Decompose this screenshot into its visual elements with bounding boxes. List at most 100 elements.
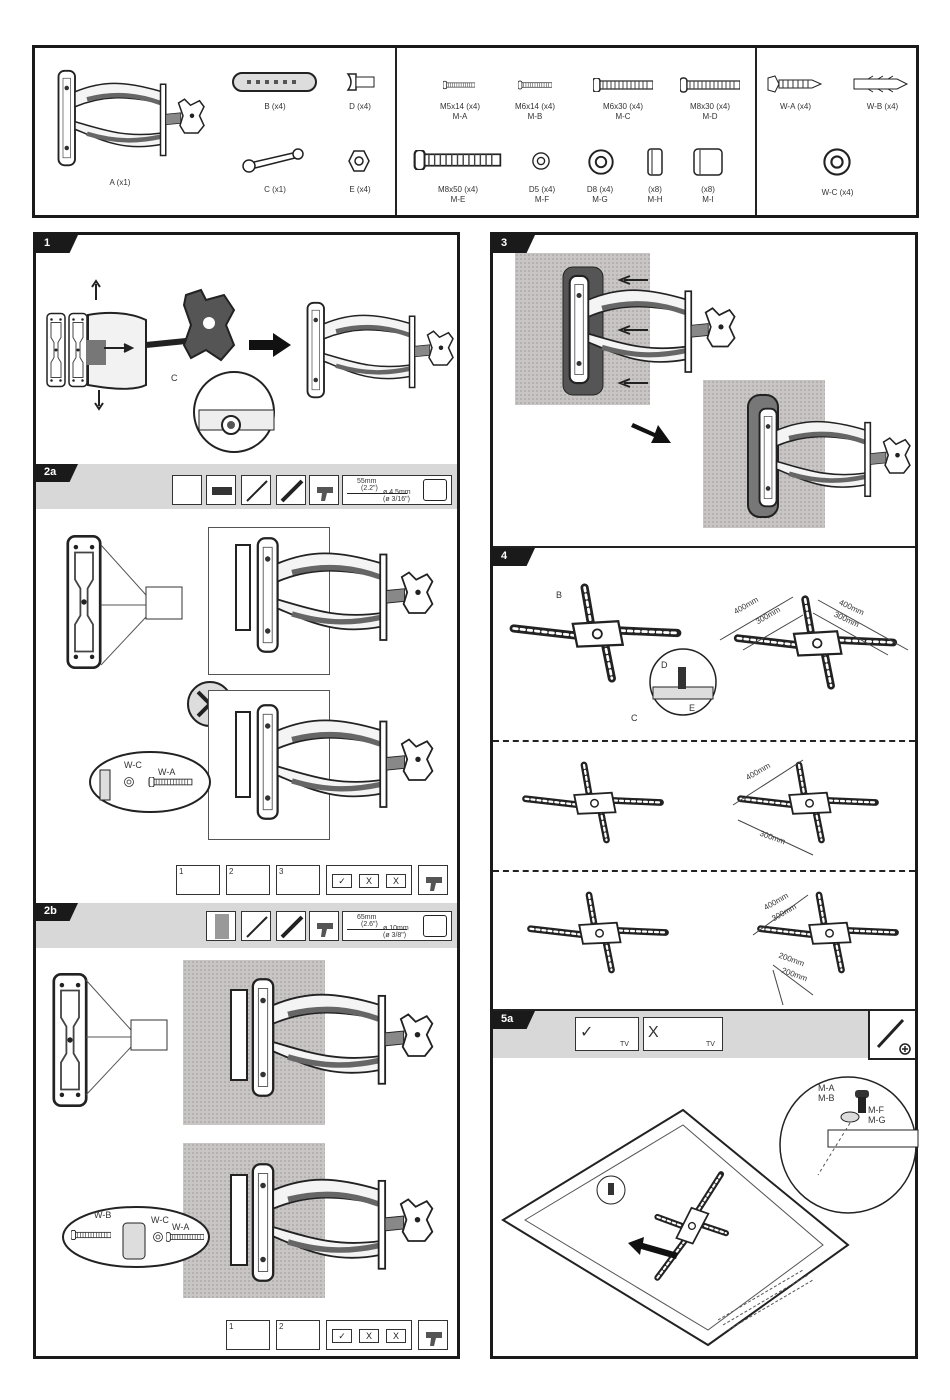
step-3-badge: 3 bbox=[493, 235, 535, 253]
parts-list: A (x1) B (x4) D (x4) C (x1) E (x4) M5x14… bbox=[32, 45, 919, 218]
step-4-bracket-medium-b bbox=[732, 759, 883, 856]
drill-diameter-inches: (ø 3/8") bbox=[383, 932, 407, 939]
drill-depth-inches: (2.2") bbox=[361, 485, 378, 492]
step-5a-badge: 5a bbox=[493, 1011, 535, 1029]
washer-m-f-code: M-F bbox=[534, 195, 550, 204]
step-4-bracket-small-a bbox=[523, 890, 673, 975]
step-4-separator bbox=[493, 870, 915, 872]
tool-level-icon bbox=[276, 475, 306, 505]
tool-wood-stud-icon bbox=[172, 475, 202, 505]
washer-m-f-label: D5 (x4)M-F bbox=[512, 185, 572, 205]
anchor-w-b-icon bbox=[853, 75, 909, 93]
screw-m-b-icon bbox=[518, 80, 552, 90]
step-3-slide-arrows-icon bbox=[617, 275, 648, 388]
step-4-label-b: B bbox=[556, 590, 563, 600]
drill-diameter: ø 10mm bbox=[383, 925, 409, 932]
step-5a-bracket-on-tv bbox=[623, 1160, 758, 1295]
spacer-m-h-count: (x8) bbox=[648, 185, 662, 194]
screw-m-a-code: M-A bbox=[452, 112, 468, 121]
step-3-mount-installed bbox=[747, 394, 913, 518]
step-3-big-arrow-icon bbox=[631, 423, 671, 443]
step-2b-mount-on-wall bbox=[230, 970, 436, 1110]
step-4-badge: 4 bbox=[493, 548, 535, 566]
divider bbox=[493, 1009, 915, 1011]
tool-concrete-icon bbox=[206, 911, 236, 941]
part-e-nut-icon bbox=[348, 150, 370, 172]
step-4-label-d: D bbox=[661, 660, 668, 670]
step-1-head-plate bbox=[145, 288, 236, 362]
substep-number: 2 bbox=[279, 1322, 284, 1331]
part-c-wrench-icon bbox=[242, 148, 304, 173]
washer-m-g-icon bbox=[588, 149, 614, 175]
check-too-tight: X bbox=[386, 1329, 406, 1343]
check-too-loose: X bbox=[359, 874, 379, 888]
step-2a-substep-2: 2 bbox=[226, 865, 270, 895]
drill-spec-diagram: 65mm (2.6") ø 10mm (ø 3/8") bbox=[342, 911, 452, 941]
check-ok: ✓ bbox=[332, 874, 352, 888]
step-2b-mount-anchored bbox=[230, 1155, 436, 1295]
substep-number: 1 bbox=[229, 1322, 234, 1331]
screw-m-a-icon bbox=[443, 80, 475, 90]
step-2a-substep-3: 3 bbox=[276, 865, 320, 895]
step-2b-badge: 2b bbox=[36, 903, 78, 921]
step-4-bracket-large-b bbox=[719, 595, 909, 690]
step-2a-substep-1: 1 bbox=[176, 865, 220, 895]
screw-m-b-size: M6x14 (x4) bbox=[514, 102, 555, 111]
step-5a-correct-example: ✓ TV bbox=[575, 1017, 639, 1051]
check-ok: ✓ bbox=[580, 1024, 594, 1041]
step-4-bracket-medium-a bbox=[518, 760, 668, 845]
wall-screw-w-a-label: W-A (x4) bbox=[780, 102, 811, 111]
step-3-mount-sliding bbox=[562, 266, 738, 396]
screw-m-d-code: M-D bbox=[702, 112, 718, 121]
step-5a-tv-back bbox=[501, 1108, 850, 1347]
part-d-label: D (x4) bbox=[349, 102, 371, 111]
step-2b-marking-lines bbox=[85, 979, 168, 1096]
screw-m-d-size: M8x30 (x4) bbox=[689, 102, 730, 111]
step-2b-label-wa: W-A bbox=[172, 1222, 190, 1232]
divider bbox=[755, 48, 757, 215]
check-wrong: X bbox=[648, 1024, 659, 1041]
screw-m-b-label: M6x14 (x4)M-B bbox=[505, 102, 565, 122]
step-4-bracket-small-b bbox=[752, 890, 903, 1006]
phillips-screwdriver-icon bbox=[876, 1018, 911, 1055]
spacer-m-h-icon bbox=[647, 148, 663, 176]
step-2a-marking-lines bbox=[100, 544, 183, 666]
arrow-down-icon bbox=[94, 390, 104, 411]
screw-m-c-label: M6x30 (x4)M-C bbox=[593, 102, 653, 122]
wall-screw-w-a-icon bbox=[767, 75, 823, 93]
part-b-slider-icon bbox=[232, 72, 317, 92]
part-c-label: C (x1) bbox=[264, 185, 286, 194]
step-5a-label-mg: M-G bbox=[868, 1115, 886, 1125]
check-ok: ✓ bbox=[332, 1329, 352, 1343]
part-e-label: E (x4) bbox=[349, 185, 371, 194]
screw-m-d-label: M8x30 (x4)M-D bbox=[680, 102, 740, 122]
screw-m-b-code: M-B bbox=[527, 112, 543, 121]
screw-m-d-icon bbox=[680, 76, 740, 94]
step-1-badge: 1 bbox=[36, 235, 78, 253]
step-2a-badge: 2a bbox=[36, 464, 78, 482]
step-4-slider-detail bbox=[649, 648, 717, 716]
washer-m-g-code: M-G bbox=[592, 195, 608, 204]
drill-depth: 55mm bbox=[357, 478, 377, 485]
step-1-detail-magnifier bbox=[193, 371, 275, 453]
right-steps-panel: 3 4 B D E C 400mm 300mm 400mm 300mm 400m… bbox=[490, 232, 919, 1359]
step-2b-substep-2: 2 bbox=[276, 1320, 320, 1350]
arrow-right-icon bbox=[104, 343, 135, 353]
step-2a-label-wc: W-C bbox=[124, 760, 142, 770]
drill-icon bbox=[418, 1320, 448, 1350]
tool-pencil-icon bbox=[241, 911, 271, 941]
step-2a-screw-detail bbox=[89, 751, 211, 813]
step-4-label-e: E bbox=[689, 703, 696, 713]
screw-m-e-code: M-E bbox=[450, 195, 466, 204]
step-2b-anchor-detail bbox=[62, 1206, 210, 1268]
washer-w-c-label: W-C (x4) bbox=[821, 188, 854, 197]
screw-m-c-icon bbox=[593, 78, 653, 92]
part-a-mount-icon bbox=[57, 68, 207, 168]
part-b-label: B (x4) bbox=[264, 102, 286, 111]
drill-icon bbox=[418, 865, 448, 895]
tool-stud-finder-icon bbox=[206, 475, 236, 505]
screwdriver-box bbox=[868, 1010, 915, 1060]
step-2a-mount-screwed bbox=[235, 697, 436, 832]
step-5a-wrong-example: X TV bbox=[643, 1017, 723, 1051]
substep-number: 2 bbox=[229, 867, 234, 876]
